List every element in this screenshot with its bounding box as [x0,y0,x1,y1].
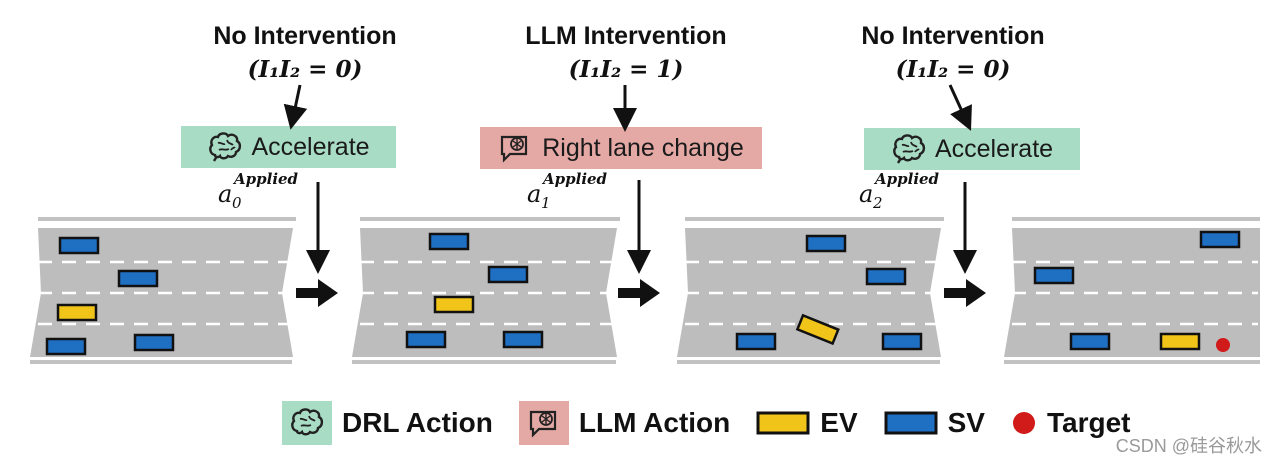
header-panel-3-condition: (I₁I₂ = 0) [895,56,1011,83]
road-panel-2 [352,217,620,364]
legend-ev-swatch [756,411,810,435]
transition-arrow-1 [296,279,338,307]
sv-vehicle [1199,230,1241,249]
legend: DRL Action LLM Action EV SV Target [282,400,1156,446]
legend-target-label: Target [1046,407,1131,438]
action-box-drl-2: Accelerate [864,128,1080,170]
header-panel-1-title: No Intervention [213,22,397,50]
ev-vehicle [795,313,840,346]
legend-drl-swatch [282,401,332,445]
ev-vehicle [433,295,475,314]
sv-vehicle [133,333,175,352]
road-panel-4 [1004,217,1260,364]
legend-sv-swatch [884,411,938,435]
legend-drl-label: DRL Action [342,407,493,438]
legend-ev-label: EV [820,407,858,438]
sv-vehicle [428,232,470,251]
action-label: Accelerate [934,134,1054,163]
brain-icon [893,134,926,164]
action-label: Right lane change [542,133,744,162]
arrow-condition-to-action-3 [948,84,972,131]
header-panel-2-title: LLM Intervention [525,22,727,50]
sv-vehicle [1069,332,1111,351]
legend-target-swatch [1012,412,1035,434]
sv-vehicle [881,332,923,351]
brain-icon [209,132,242,162]
sv-vehicle [405,330,447,349]
legend-llm-label: LLM Action [578,407,731,438]
header-panel-3-title: No Intervention [861,22,1045,50]
sv-vehicle [58,236,100,255]
sv-vehicle [45,337,87,356]
action-box-drl-1: Accelerate [181,126,396,168]
action-label: Accelerate [251,132,370,161]
sv-vehicle [502,330,544,349]
transition-arrow-3 [944,279,986,307]
watermark: CSDN @硅谷秋水 [1115,436,1262,456]
sv-vehicle [1033,266,1075,285]
transition-arrow-2 [618,279,660,307]
ev-vehicle [1159,332,1201,351]
legend-sv-label: SV [947,407,985,438]
sv-vehicle [805,234,847,253]
sv-vehicle [117,269,159,288]
sv-vehicle [865,267,907,286]
arrow-condition-to-action-1 [283,84,308,130]
sv-vehicle [735,332,777,351]
action-box-llm-1: Right lane change [480,127,762,169]
road-panel-1 [30,217,296,364]
header-panel-2-condition: (I₁I₂ = 1) [568,56,684,83]
sv-vehicle [487,265,529,284]
target-marker [1216,338,1230,352]
header-panel-1-condition: (I₁I₂ = 0) [247,56,363,83]
llm-chat-icon [501,135,528,163]
legend-llm-swatch [518,401,569,445]
ev-vehicle [56,303,98,322]
